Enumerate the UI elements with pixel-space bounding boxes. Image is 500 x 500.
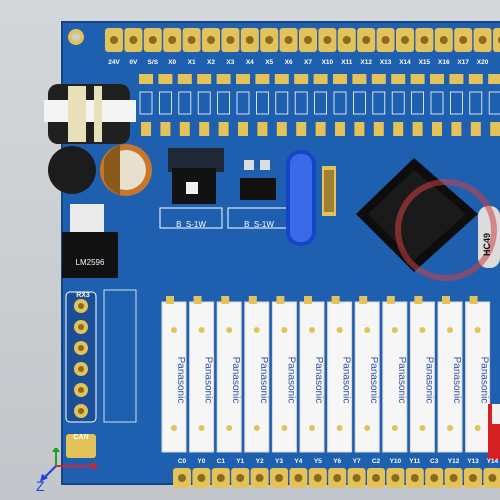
top-header-pads [105,28,500,52]
bridge-right-text: B_S-1W [244,220,274,229]
bridge-left-text: B_S-1W [176,220,206,229]
axis-gizmo [40,448,98,482]
relay-brand-text: Panasonic [451,357,462,404]
regulator-to220 [168,148,224,204]
bottom-header-pads [173,468,500,488]
relay-row: Panasonic Panasonic Panasonic Panasonic Pana… [161,296,491,453]
relay-brand-text: Panasonic [203,357,214,404]
capacitor-black [48,146,96,194]
relay-brand-text: Panasonic [258,357,269,404]
rx-text: RX3 [76,292,90,299]
relay-brand-text: Panasonic [313,357,324,404]
lm2596-label: LM2596 [63,250,117,269]
bridge-label-left: B_S-1W [160,212,222,231]
relay-brand-text: Panasonic [230,357,241,404]
relay-brand-text: Panasonic [423,357,434,404]
relay-brand-text: Panasonic [341,357,352,404]
battery-cylinder [286,150,316,246]
lm2596-chip [62,204,118,278]
can-text: CAN [73,434,89,441]
top-pad [493,28,500,52]
inductor-coil [44,84,136,144]
relay-brand-text: Panasonic [285,357,296,404]
can-label: CAN [66,424,96,443]
relay-brand-text: Panasonic [368,357,379,404]
capacitor-orange [100,144,152,196]
relay-brand-text: Panasonic [175,357,186,404]
relay-brand-text: Panasonic [479,357,490,404]
z-label-text: Z [36,478,45,494]
rx-label: RX3 [70,282,96,301]
crystal-text: HC49 [482,232,492,256]
lm2596-text: LM2596 [75,258,105,267]
z-axis-label: Z [36,478,45,494]
bridge-label-right: B_S-1W [228,212,290,231]
crystal-label: HC49 [480,220,500,260]
relay-brand-text: Panasonic [396,357,407,404]
mcu-chip [356,158,478,272]
